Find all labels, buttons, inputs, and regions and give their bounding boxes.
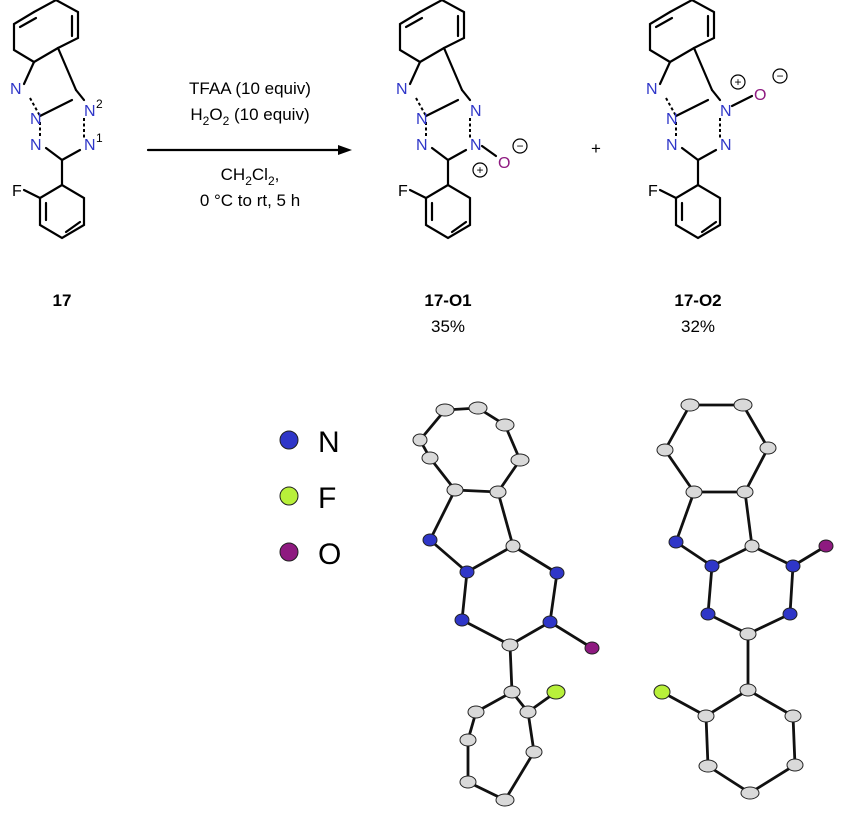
atom-n: N xyxy=(30,137,42,154)
locant-1: 1 xyxy=(96,131,103,145)
atom-o: O xyxy=(498,155,510,172)
compound-label-17: 17 xyxy=(53,291,72,310)
locant-2: 2 xyxy=(96,97,103,111)
legend-label-f: F xyxy=(318,482,336,515)
structure-17: N N N N 2 N 1 F xyxy=(10,0,103,240)
structure-17-O2: N N N N N O + − F xyxy=(646,0,788,240)
reagent-line-1: TFAA (10 equiv) xyxy=(189,79,311,98)
atom-n: N xyxy=(416,111,428,128)
atom-n-oxide: N xyxy=(720,103,732,120)
yield-17-O2: 32% xyxy=(681,317,715,336)
negative-charge-sign: − xyxy=(516,139,523,153)
positive-charge-icon xyxy=(730,74,746,90)
atom-n: N xyxy=(396,81,408,98)
reaction-arrow xyxy=(146,145,352,155)
negative-charge-icon xyxy=(772,68,788,84)
atom-f: F xyxy=(648,183,658,200)
nitrogen-legend-dot xyxy=(279,430,299,450)
atom-n: N xyxy=(666,111,678,128)
yield-17-O1: 35% xyxy=(431,317,465,336)
plus-sign: + xyxy=(591,139,601,158)
atom-n2: N xyxy=(84,103,96,120)
solvent-line: CH2Cl2, xyxy=(221,165,280,188)
structure-17-O1: N N N N N O + − F xyxy=(396,0,528,240)
atom-legend: N F O xyxy=(279,426,341,571)
positive-charge-sign: + xyxy=(734,75,741,89)
fluorine-legend-dot xyxy=(279,486,299,506)
compound-label-17-O2: 17-O2 xyxy=(674,291,721,310)
positive-charge-icon xyxy=(472,162,488,178)
crystal-atoms-17-O2 xyxy=(653,398,834,800)
atom-n: N xyxy=(666,137,678,154)
negative-charge-sign: − xyxy=(776,69,783,83)
legend-label-o: O xyxy=(318,538,341,571)
reagent-line-2: H2O2 (10 equiv) xyxy=(190,105,309,128)
atom-n: N xyxy=(10,81,22,98)
crystal-structure-17-O1 xyxy=(418,406,594,802)
atom-o: O xyxy=(754,87,766,104)
atom-n: N xyxy=(720,137,732,154)
negative-charge-icon xyxy=(512,138,528,154)
positive-charge-sign: + xyxy=(476,163,483,177)
atom-n1: N xyxy=(84,137,96,154)
atom-f: F xyxy=(398,183,408,200)
compound-label-17-O1: 17-O1 xyxy=(424,291,471,310)
atom-n: N xyxy=(416,137,428,154)
oxygen-legend-dot xyxy=(279,542,299,562)
atom-n: N xyxy=(30,111,42,128)
crystal-atoms-17-O1 xyxy=(412,401,600,807)
atom-n-oxide: N xyxy=(470,137,482,154)
atom-n: N xyxy=(646,81,658,98)
crystal-structure-17-O2 xyxy=(660,403,828,795)
legend-label-n: N xyxy=(318,426,340,459)
atom-n: N xyxy=(470,103,482,120)
conditions-line: 0 °C to rt, 5 h xyxy=(200,191,300,210)
atom-f: F xyxy=(12,183,22,200)
